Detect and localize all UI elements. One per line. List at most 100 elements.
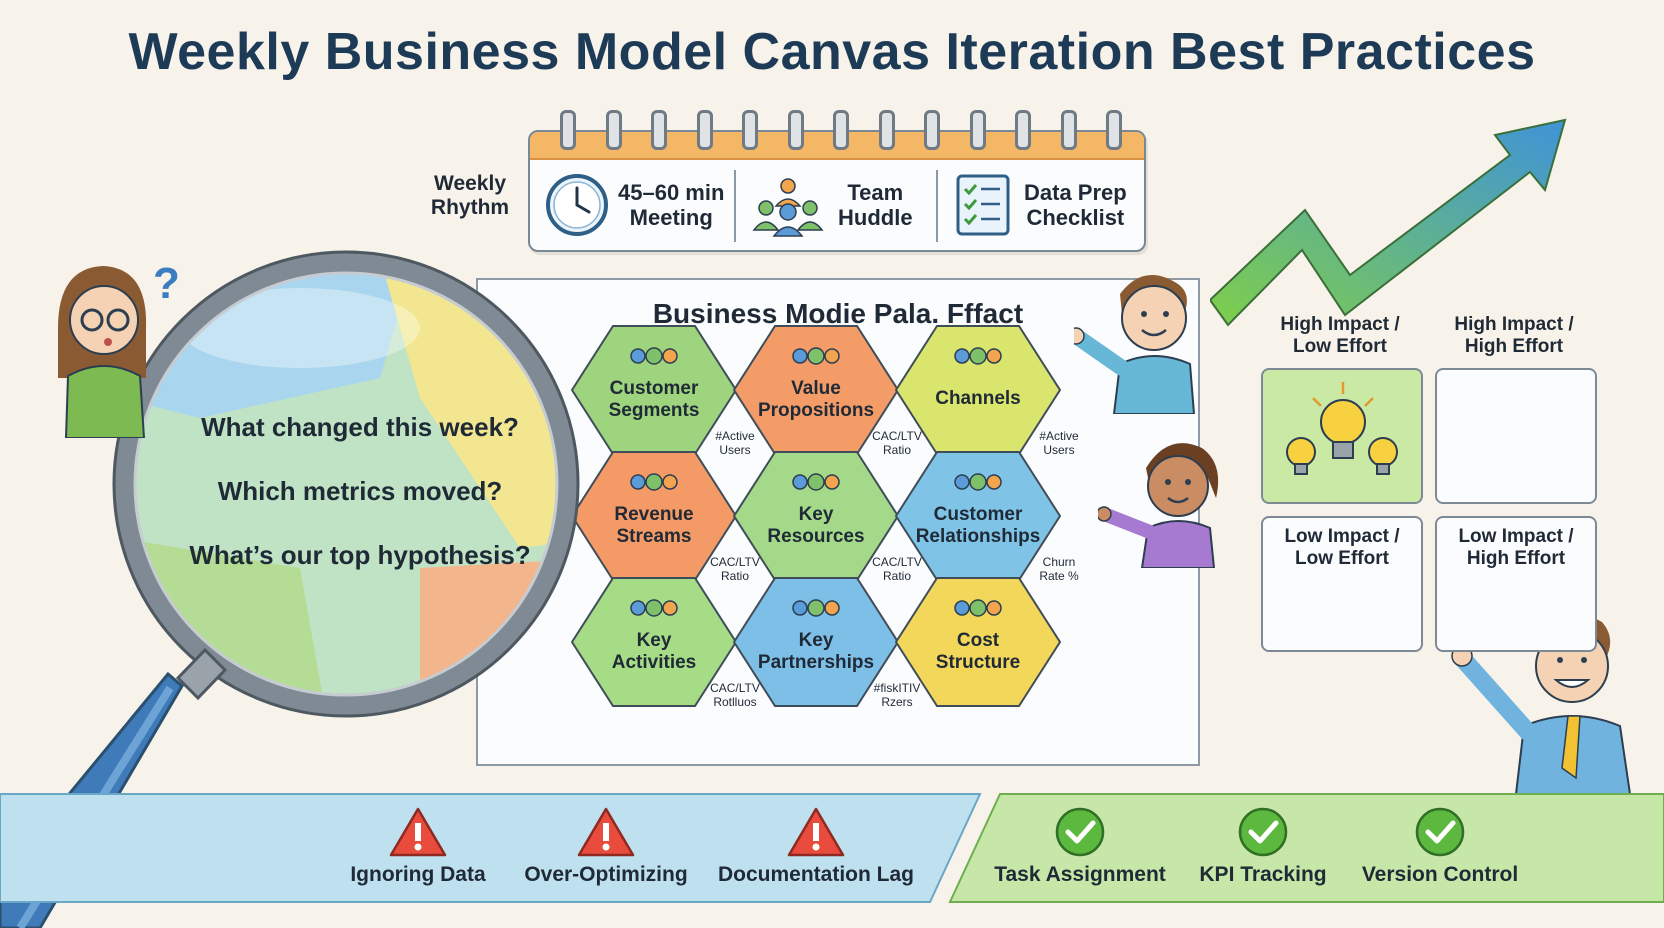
metric-label: Rotlluos <box>713 695 756 709</box>
rhythm-line: Data Prep <box>1024 180 1127 205</box>
practice-label: Task Assignment <box>994 863 1166 886</box>
rhythm-label-line: Weekly <box>434 172 506 195</box>
metric-label: CAC/LTV <box>872 429 922 443</box>
metric-label: Users <box>1043 443 1074 457</box>
pitfall-documentation-lag: Documentation Lag <box>706 806 926 887</box>
metric-label: CAC/LTV <box>872 555 922 569</box>
calendar-ring <box>1106 110 1122 150</box>
canvas-block-hexagon <box>894 577 1062 707</box>
pitfall-label: Documentation Lag <box>717 863 914 886</box>
canvas-block-label: Cost <box>957 630 1000 651</box>
metric-label: CAC/LTV <box>710 681 760 695</box>
matrix-label-line: Low Effort <box>1293 336 1387 357</box>
canvas-block-label: Value <box>791 378 841 399</box>
warning-icon <box>389 807 447 857</box>
meeting-text: 45–60 min Meeting <box>618 180 724 230</box>
matrix-label: Low Impact / Low Effort <box>1263 526 1421 570</box>
matrix-label: Low Impact / High Effort <box>1437 526 1595 570</box>
canvas-block-label: Revenue <box>614 504 693 525</box>
canvas-blocks: CustomerSegmentsValuePropositionsChannel… <box>570 325 1079 709</box>
check-icon <box>1238 807 1288 857</box>
metric-label: CAC/LTV <box>710 555 760 569</box>
matrix-label-line: High Effort <box>1464 336 1564 357</box>
canvas-block-label: Segments <box>609 400 700 421</box>
question-text: What changed this week? <box>201 412 519 442</box>
calendar-ring <box>924 110 940 150</box>
metric-label: #Active <box>715 429 755 443</box>
pitfall-label: Ignoring Data <box>350 863 486 886</box>
rhythm-item-huddle: Team Huddle <box>752 168 932 242</box>
practice-version-control: Version Control <box>1340 806 1540 887</box>
pitfall-ignoring-data: Ignoring Data <box>318 806 518 887</box>
canvas-block-icon <box>954 473 1002 491</box>
matrix-label-line: Low Impact / <box>1284 526 1400 547</box>
metric-label: #fiskITIV <box>874 681 921 695</box>
matrix-label-line: High Effort <box>1466 548 1566 569</box>
calendar-ring <box>787 110 804 150</box>
rhythm-item-checklist: Data Prep Checklist <box>954 168 1140 242</box>
matrix-label-line: High Impact / <box>1280 314 1400 335</box>
practice-task-assignment: Task Assignment <box>980 806 1180 887</box>
matrix-cell-high-impact-low-effort <box>1261 368 1423 504</box>
metric-label: Rate % <box>1039 569 1079 583</box>
canvas-block-label: Customer <box>610 378 699 399</box>
weekly-rhythm-label: Weekly Rhythm <box>420 172 520 220</box>
matrix-cell-low-impact-high-effort: Low Impact / High Effort <box>1435 516 1597 652</box>
canvas-block-icon <box>792 599 840 617</box>
rhythm-item-meeting: 45–60 min Meeting <box>544 168 730 242</box>
matrix-label-line: High Impact / <box>1454 314 1574 335</box>
rhythm-label-line: Rhythm <box>430 196 510 219</box>
matrix-label-line: Low Effort <box>1295 548 1389 569</box>
weekly-calendar: 45–60 min Meeting Team Huddle <box>528 110 1146 252</box>
metric-label: Ratio <box>883 569 911 583</box>
calendar-divider <box>734 170 736 242</box>
canvas-block-icon <box>630 599 678 617</box>
svg-text:?: ? <box>153 259 180 308</box>
canvas-block-label: Key <box>637 630 672 651</box>
calendar-ring <box>651 110 667 150</box>
canvas-block-icon <box>954 599 1002 617</box>
team-icon <box>752 178 824 237</box>
canvas-block-icon <box>792 473 840 491</box>
metric-label: Users <box>719 443 750 457</box>
pointing-girl-icon <box>1098 443 1219 568</box>
calendar-ring <box>742 110 758 150</box>
pitfall-label: Over-Optimizing <box>524 863 688 886</box>
warning-icon <box>577 807 635 857</box>
canvas-block-label: Resources <box>767 526 864 547</box>
practice-label: Version Control <box>1361 863 1519 886</box>
canvas-block-icon <box>630 347 678 365</box>
rhythm-line: Team <box>847 180 904 205</box>
calendar-divider <box>936 170 938 242</box>
canvas-block-label: Activities <box>612 652 696 673</box>
check-icon <box>1055 807 1105 857</box>
canvas-block-icon <box>792 347 840 365</box>
canvas-block-label: Streams <box>617 526 692 547</box>
question-text: What’s our top hypothesis? <box>189 540 531 570</box>
matrix-label-line: Low Impact / <box>1458 526 1574 547</box>
board-title: Business Modie Pala. Fffact <box>652 298 1024 329</box>
rhythm-line: Checklist <box>1026 205 1125 230</box>
practice-kpi-tracking: KPI Tracking <box>1163 806 1363 887</box>
metric-label: #Active <box>1039 429 1079 443</box>
canvas-block-label: Customer <box>934 504 1023 525</box>
practice-label: KPI Tracking <box>1199 863 1327 886</box>
matrix-cell-low-impact-low-effort: Low Impact / Low Effort <box>1261 516 1423 652</box>
calendar-ring <box>560 110 576 150</box>
check-icon <box>1415 807 1465 857</box>
calendar-ring <box>1060 110 1077 150</box>
calendar-ring <box>1015 110 1031 150</box>
checklist-text: Data Prep Checklist <box>1024 180 1127 230</box>
metric-label: Churn <box>1043 555 1076 569</box>
calendar-ring <box>605 110 622 150</box>
metric-label: Ratio <box>721 569 749 583</box>
canvas-block-label: Channels <box>935 388 1021 409</box>
matrix-label-high-high: High Impact / High Effort <box>1429 314 1599 358</box>
checklist-icon <box>956 174 1010 236</box>
rhythm-line: 45–60 min <box>618 180 725 205</box>
calendar-ring <box>696 110 713 150</box>
